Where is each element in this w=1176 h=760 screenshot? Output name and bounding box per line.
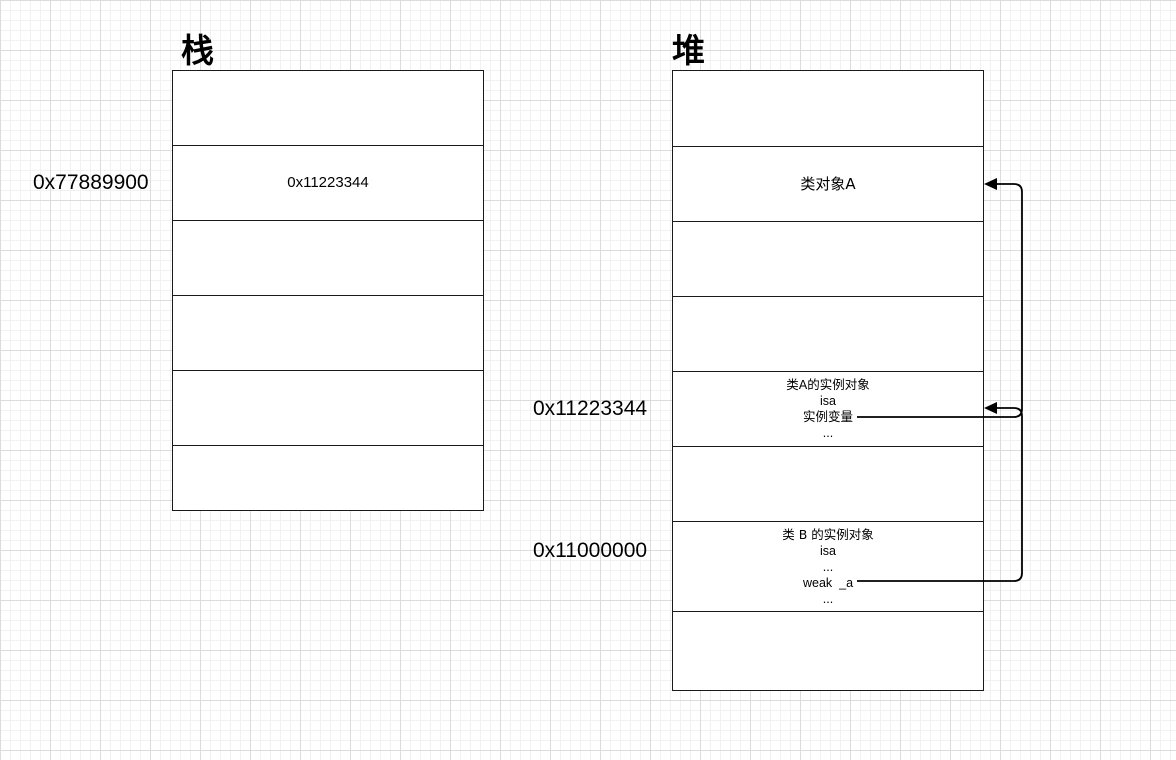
instance-b-more-2: ... bbox=[822, 591, 834, 606]
stack-cell-pointer: 0x11223344 bbox=[173, 146, 483, 221]
instance-b-isa: isa bbox=[820, 543, 836, 558]
stack-title: 栈 bbox=[181, 31, 214, 70]
heap-column: 类对象A 类A的实例对象 isa 实例变量 ... 类 B 的实例对象 isa … bbox=[672, 70, 984, 691]
stack-cell bbox=[173, 296, 483, 371]
heap-cell-instance-b: 类 B 的实例对象 isa ... weak _a ... bbox=[673, 522, 983, 612]
heap-cell-empty bbox=[673, 447, 983, 522]
heap-cell-empty bbox=[673, 297, 983, 372]
stack-cell bbox=[173, 221, 483, 296]
instance-a-isa: isa bbox=[820, 394, 836, 408]
stack-address-label: 0x77889900 bbox=[33, 171, 149, 194]
arrowhead-class-object bbox=[984, 178, 997, 190]
heap-cell-instance-a: 类A的实例对象 isa 实例变量 ... bbox=[673, 372, 983, 447]
instance-a-ivars: 实例变量 bbox=[802, 409, 853, 424]
stack-column: 0x11223344 bbox=[172, 70, 484, 511]
arrow-weak-to-instance-a bbox=[857, 407, 1023, 582]
instance-b-weak-ivar: weak _a bbox=[802, 575, 854, 590]
heap-address-label-instance-b: 0x11000000 bbox=[533, 539, 648, 562]
instance-a-more: ... bbox=[822, 426, 834, 440]
heap-cell-class-object-a: 类对象A bbox=[673, 147, 983, 222]
heap-cell-empty bbox=[673, 222, 983, 297]
arrowhead-instance-a bbox=[984, 402, 997, 414]
stack-cell bbox=[173, 71, 483, 146]
instance-a-title: 类A的实例对象 bbox=[786, 377, 870, 392]
heap-title: 堆 bbox=[672, 31, 705, 70]
arrow-ivar-to-class-object bbox=[857, 183, 1023, 418]
heap-cell-top bbox=[673, 71, 983, 147]
heap-address-label-instance-a: 0x11223344 bbox=[533, 397, 648, 420]
stack-cell bbox=[173, 371, 483, 446]
instance-b-title: 类 B 的实例对象 bbox=[782, 526, 874, 542]
instance-b-more-1: ... bbox=[822, 559, 834, 574]
